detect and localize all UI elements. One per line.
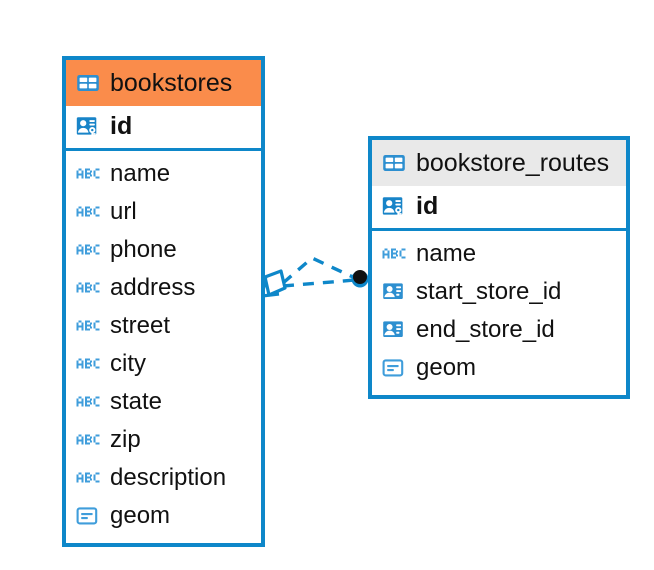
abc-icon [75,465,101,491]
entity-field-name: geom [110,502,171,529]
table-icon [381,150,407,176]
entity-field-list: name start_store_id [372,231,626,392]
abc-icon [75,275,101,301]
entity-field-row[interactable]: end_store_id [372,311,626,349]
abc-icon [75,351,101,377]
entity-field-name: id [416,192,439,220]
entity-field-primary-key[interactable]: id [66,106,261,151]
abc-icon [75,161,101,187]
entity-field-row[interactable]: description [66,459,261,497]
abc-icon [75,389,101,415]
entity-field-row[interactable]: phone [66,231,261,269]
entity-table-bookstore-routes[interactable]: bookstore_routes id [368,136,630,399]
primary-key-icon [381,194,407,220]
entity-field-primary-key[interactable]: id [372,186,626,231]
entity-field-list: name url [66,151,261,540]
entity-field-name: street [110,312,171,339]
entity-field-row[interactable]: geom [66,497,261,535]
entity-field-name: geom [416,354,477,381]
relationship-line-end-store[interactable] [282,278,356,288]
crows-foot-marker [260,269,287,298]
foreign-key-icon [381,279,407,305]
entity-field-name: city [110,350,146,377]
entity-field-row[interactable]: url [66,193,261,231]
entity-field-row[interactable]: geom [372,349,626,387]
entity-field-row[interactable]: state [66,383,261,421]
entity-field-row[interactable]: name [66,155,261,193]
entity-field-row[interactable]: street [66,307,261,345]
entity-title: bookstore_routes [416,148,610,177]
entity-table-bookstores[interactable]: bookstores id [62,56,265,547]
primary-key-icon [75,114,101,140]
entity-field-name: state [110,388,163,415]
relationship-line-start-store[interactable] [281,255,356,285]
entity-field-name: name [416,240,477,267]
entity-field-name: id [110,112,133,140]
geometry-icon [381,355,407,381]
entity-header-bookstores[interactable]: bookstores [66,60,261,106]
entity-header-bookstore-routes[interactable]: bookstore_routes [372,140,626,186]
entity-field-name: description [110,464,227,491]
entity-field-row[interactable]: address [66,269,261,307]
filled-circle-marker [351,270,369,288]
entity-field-row[interactable]: start_store_id [372,273,626,311]
abc-icon [381,241,407,267]
entity-field-name: end_store_id [416,316,555,343]
entity-field-row[interactable]: zip [66,421,261,459]
entity-field-name: name [110,160,171,187]
entity-field-name: start_store_id [416,278,562,305]
table-icon [75,70,101,96]
entity-field-name: phone [110,236,177,263]
abc-icon [75,199,101,225]
abc-icon [75,427,101,453]
geometry-icon [75,503,101,529]
entity-title: bookstores [110,68,233,97]
entity-field-name: zip [110,426,141,453]
entity-field-row[interactable]: name [372,235,626,273]
entity-field-name: url [110,198,137,225]
foreign-key-icon [381,317,407,343]
entity-field-name: address [110,274,196,301]
entity-field-row[interactable]: city [66,345,261,383]
abc-icon [75,237,101,263]
abc-icon [75,313,101,339]
